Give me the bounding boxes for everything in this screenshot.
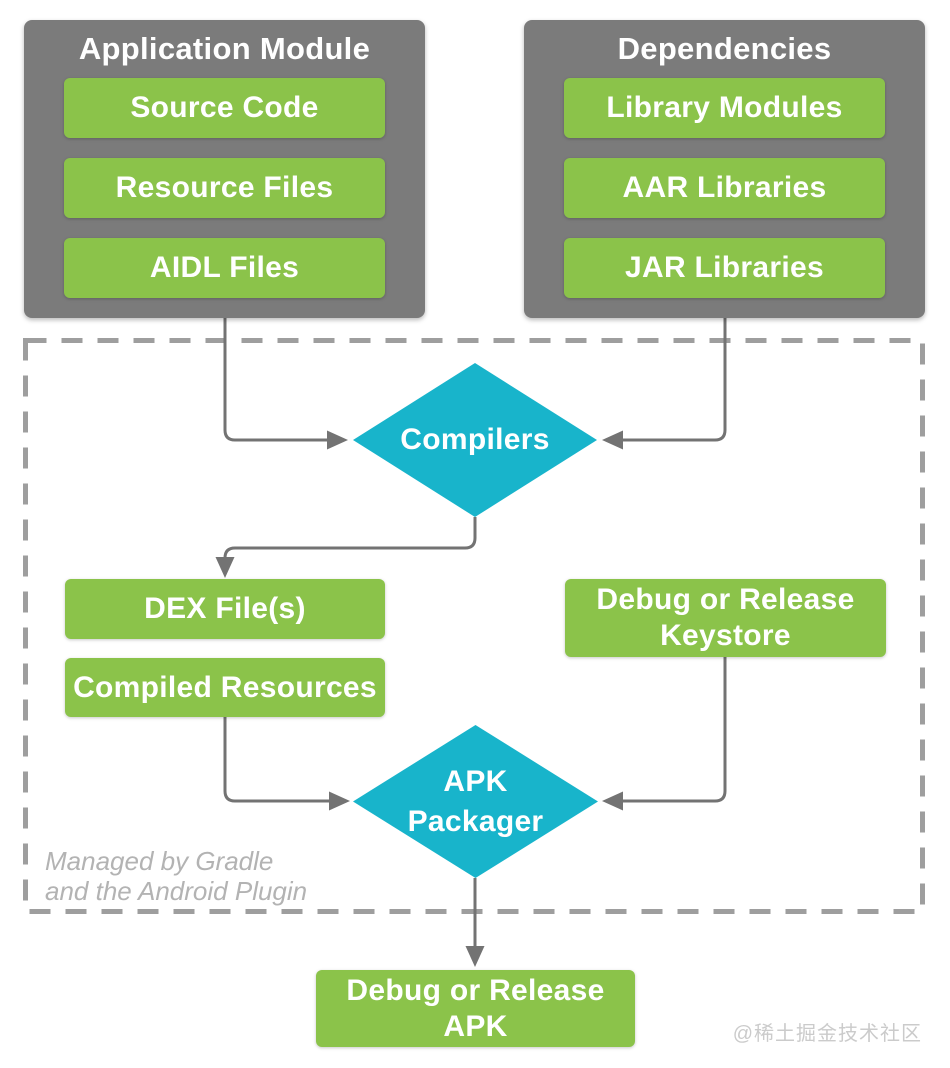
keystore-box: Debug or Release Keystore	[565, 579, 886, 657]
aidl-files-box: AIDL Files	[64, 238, 385, 298]
debug-release-apk-box: Debug or Release APK	[316, 970, 635, 1047]
source-code-box: Source Code	[64, 78, 385, 138]
compiled-resources-box: Compiled Resources	[65, 658, 385, 717]
application-module-title: Application Module	[78, 31, 371, 66]
wire-dependencies-to-compilers	[621, 318, 727, 442]
dex-files-box: DEX File(s)	[65, 579, 385, 639]
library-modules-box: Library Modules	[564, 78, 885, 138]
aar-libraries-box: AAR Libraries	[564, 158, 885, 218]
wire-keystore-to-packager	[621, 657, 727, 803]
arrowhead-into-packager-right	[602, 791, 623, 811]
wire-resources-to-packager	[223, 717, 331, 803]
arrowhead-into-dex	[215, 557, 235, 578]
juejin-watermark: @稀土掘金技术社区	[732, 1023, 922, 1045]
arrowhead-into-apk	[465, 946, 485, 967]
application-module-panel: Application Module Source Code Resource …	[24, 20, 425, 318]
wire-compilers-to-dex	[223, 517, 477, 560]
wire-appmodule-to-compilers	[223, 318, 329, 442]
arrowheads	[215, 430, 623, 967]
resource-files-box: Resource Files	[64, 158, 385, 218]
gradle-managed-note: Managed by Gradle and the Android Plugin	[45, 846, 308, 906]
connector-lines	[223, 318, 727, 947]
dependencies-title: Dependencies	[617, 31, 832, 66]
arrowhead-into-packager-left	[329, 791, 350, 811]
arrowhead-into-compilers-right	[602, 430, 623, 450]
arrowhead-into-compilers-left	[327, 430, 348, 450]
jar-libraries-box: JAR Libraries	[564, 238, 885, 298]
dependencies-panel: Dependencies Library Modules AAR Librari…	[524, 20, 925, 318]
